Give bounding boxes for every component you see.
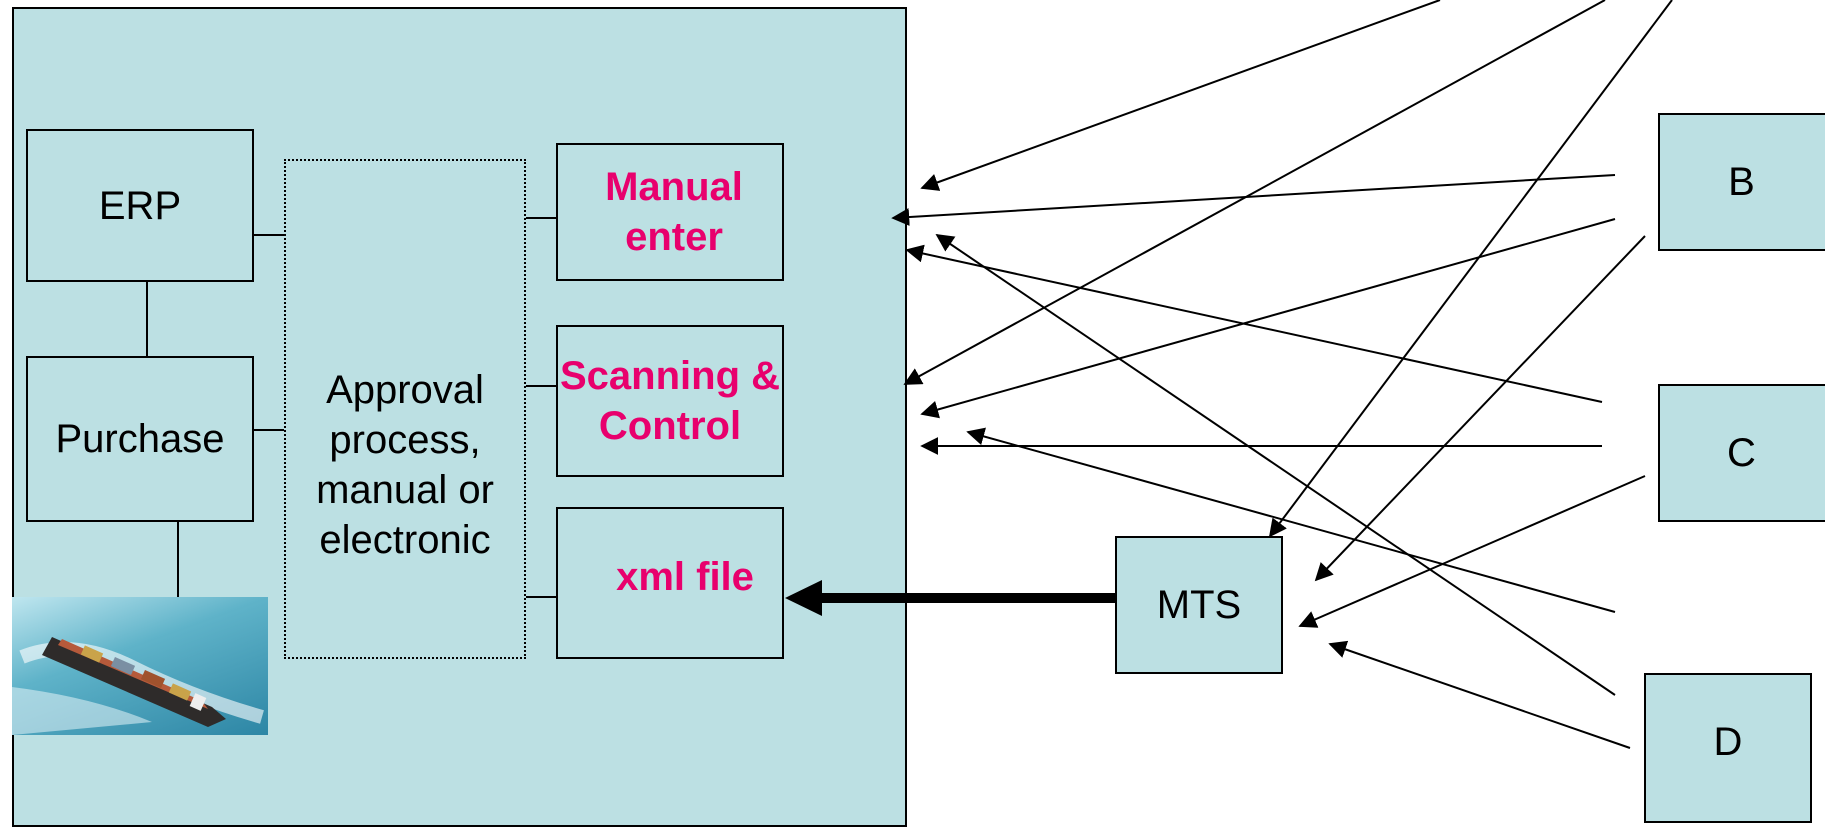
b-box (1658, 113, 1825, 251)
d-box (1644, 673, 1812, 823)
manual-enter-box (556, 143, 784, 281)
purchase-box (26, 356, 254, 522)
container-ship-icon (12, 637, 264, 735)
arrow-top-to-manual (920, 0, 1441, 191)
arrow-b-to-mts (1314, 235, 1646, 582)
scanning-control-box (556, 325, 784, 477)
d-label: D (1713, 720, 1743, 764)
connector-layer (146, 0, 1673, 749)
erp-label: ERP (98, 183, 182, 228)
arrow-mts-to-xml-head (785, 580, 822, 616)
c-box (1658, 384, 1825, 522)
scanning-control-label: Scanning & Control (559, 354, 781, 448)
mts-box (1115, 536, 1283, 674)
arrow-top-to-scanning (903, 0, 1606, 385)
approval-box (284, 159, 526, 659)
manual-enter-label: Manual enter (605, 165, 743, 259)
arrow-c-to-manual (905, 244, 1603, 403)
erp-box (26, 129, 254, 282)
xml-file-box (556, 507, 784, 659)
ship-image (12, 597, 268, 735)
arrow-top-to-mts (1268, 0, 1673, 538)
c-label: C (1727, 431, 1756, 475)
arrow-c-to-mts (1298, 475, 1646, 628)
purchase-label: Purchase (55, 417, 225, 461)
arrow-mid-to-scanning (966, 427, 1616, 613)
arrow-b-to-scanning (920, 218, 1616, 419)
arrow-d-to-mts (1328, 640, 1631, 749)
xml-file-label: xml file (616, 555, 754, 599)
mts-label: MTS (1156, 583, 1242, 627)
approval-label: Approval process, manual or electronic (316, 368, 494, 562)
b-label: B (1728, 160, 1755, 204)
arrow-d-to-manual (935, 233, 1616, 696)
arrow-b-to-container (891, 174, 1616, 227)
